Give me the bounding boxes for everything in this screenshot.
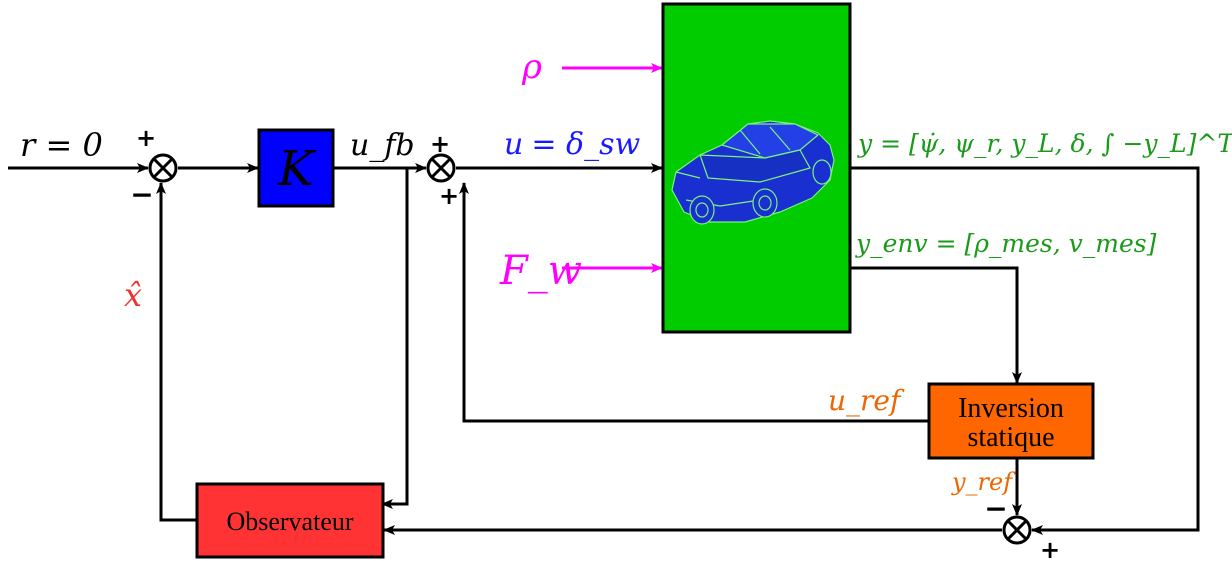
controller-block: K bbox=[257, 128, 335, 208]
reference-output-label: y_ref bbox=[951, 468, 1016, 496]
observer-block: Observateur bbox=[195, 482, 385, 559]
sum2-plus-top-sign: + bbox=[430, 130, 450, 158]
summing-junction-2 bbox=[426, 153, 456, 183]
state-estimate-label: x̂ bbox=[124, 276, 142, 314]
control-input-label: u= δ_sw bbox=[504, 127, 640, 162]
estimate-line bbox=[156, 182, 196, 522]
summing-junction-3 bbox=[1002, 515, 1032, 545]
plant-block bbox=[661, 2, 852, 334]
sum1-plus-sign: + bbox=[136, 124, 156, 152]
inversion-label-line2: statique bbox=[967, 422, 1054, 453]
observer-label: Observateur bbox=[226, 507, 353, 536]
inversion-label-line1: Inversion bbox=[958, 393, 1064, 424]
controller-gain-label: K bbox=[277, 141, 317, 197]
uref-line bbox=[459, 182, 928, 423]
output-feedback-line bbox=[850, 166, 1200, 535]
wind-label: F_w bbox=[499, 248, 582, 294]
measured-output-label: y = [ψ̇, ψ_r, y_L, δ, ∫ −y_L]^T bbox=[857, 129, 1232, 158]
control-input-definition: = δ_sw bbox=[531, 127, 640, 162]
sum1-minus-sign: − bbox=[130, 178, 153, 211]
environment-output-label: y_env = [ρ_mes, v_mes] bbox=[855, 229, 1157, 258]
ufb-to-observer-line bbox=[381, 168, 409, 509]
feedforward-control-label: u_ref bbox=[828, 384, 905, 417]
sum3-plus-sign: + bbox=[1040, 536, 1060, 561]
rho-label: ρ bbox=[521, 47, 542, 87]
summing-junction-1 bbox=[148, 153, 178, 183]
sum2-plus-bottom-sign: + bbox=[439, 182, 459, 210]
signal-lines bbox=[8, 163, 1200, 535]
sum3-minus-sign: − bbox=[984, 492, 1007, 525]
reference-label: r = 0 bbox=[20, 126, 103, 164]
car-icon bbox=[671, 120, 835, 225]
control-input-symbol: u bbox=[504, 127, 523, 162]
feedback-control-label: u_fb bbox=[350, 128, 415, 163]
inversion-block: Inversion statique bbox=[927, 382, 1095, 460]
env-output-line bbox=[850, 266, 1022, 384]
